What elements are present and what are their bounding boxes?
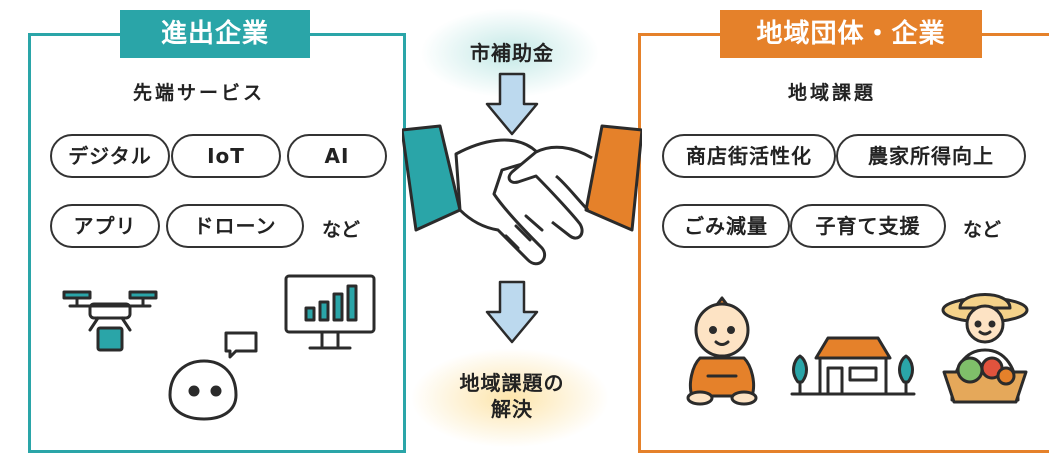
pill-iot: IoT xyxy=(171,134,281,178)
right-heading: 地域課題 xyxy=(788,82,877,104)
left-suffix: など xyxy=(322,219,361,241)
pill-shopping-street: 商店街活性化 xyxy=(662,134,836,178)
pill-waste-reduction: ごみ減量 xyxy=(662,204,790,248)
house-with-trees-icon xyxy=(790,336,916,396)
baby-icon xyxy=(686,296,758,406)
resolution-label: 地域課題の 解決 xyxy=(440,370,584,422)
handshake-icon xyxy=(402,124,642,266)
subsidy-label: 市補助金 xyxy=(470,41,554,65)
pill-app: アプリ xyxy=(50,204,160,248)
pill-drone: ドローン xyxy=(166,204,304,248)
pill-farm-income: 農家所得向上 xyxy=(836,134,1026,178)
right-suffix: など xyxy=(963,219,1002,241)
monitor-chart-icon xyxy=(284,274,376,350)
drone-icon xyxy=(62,290,158,352)
pill-digital: デジタル xyxy=(50,134,170,178)
arrow-down-icon-2 xyxy=(485,280,539,344)
bottom-glow xyxy=(410,348,610,448)
resolution-label-line2: 解決 xyxy=(491,397,533,421)
right-panel-tab: 地域団体・企業 xyxy=(720,10,982,58)
left-heading: 先端サービス xyxy=(133,82,266,104)
arrow-down-icon xyxy=(485,72,539,136)
pill-childcare-support: 子育て支援 xyxy=(790,204,946,248)
left-panel-tab: 進出企業 xyxy=(120,10,310,58)
resolution-label-line1: 地域課題の xyxy=(459,371,565,395)
pill-ai: AI xyxy=(287,134,387,178)
ai-robot-icon xyxy=(168,331,258,421)
farmer-icon xyxy=(941,293,1029,404)
